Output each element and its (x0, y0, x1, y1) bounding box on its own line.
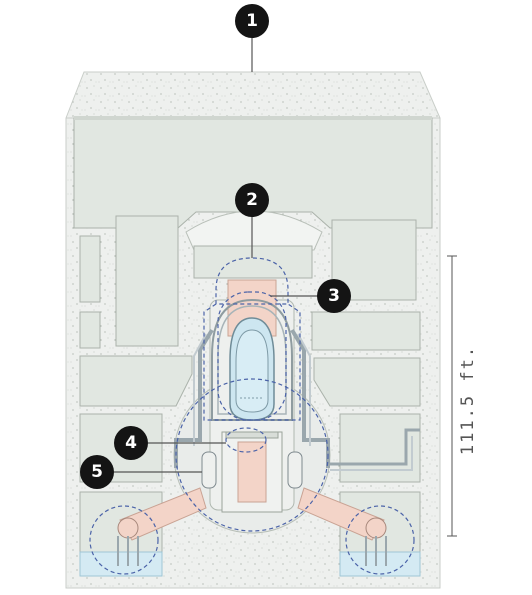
callout-1: 1 (235, 4, 269, 38)
dashed-boundaries (89, 257, 415, 575)
callout-4: 4 (114, 426, 148, 460)
callout-1-label: 1 (246, 11, 258, 31)
callout-2-label: 2 (246, 190, 258, 210)
callout-3-label: 3 (328, 286, 340, 306)
callout-2: 2 (235, 183, 269, 217)
height-dimension-label: 111.5 ft. (458, 345, 478, 455)
callout-3: 3 (317, 279, 351, 313)
callout-5: 5 (80, 455, 114, 489)
callout-5-label: 5 (91, 462, 103, 482)
upper-compartment (73, 116, 433, 229)
height-dimension: 111.5 ft. (447, 255, 478, 537)
leader-lines (114, 38, 318, 473)
containment-vessel (117, 279, 420, 566)
operating-floor (185, 210, 323, 279)
callout-4-label: 4 (125, 433, 137, 453)
